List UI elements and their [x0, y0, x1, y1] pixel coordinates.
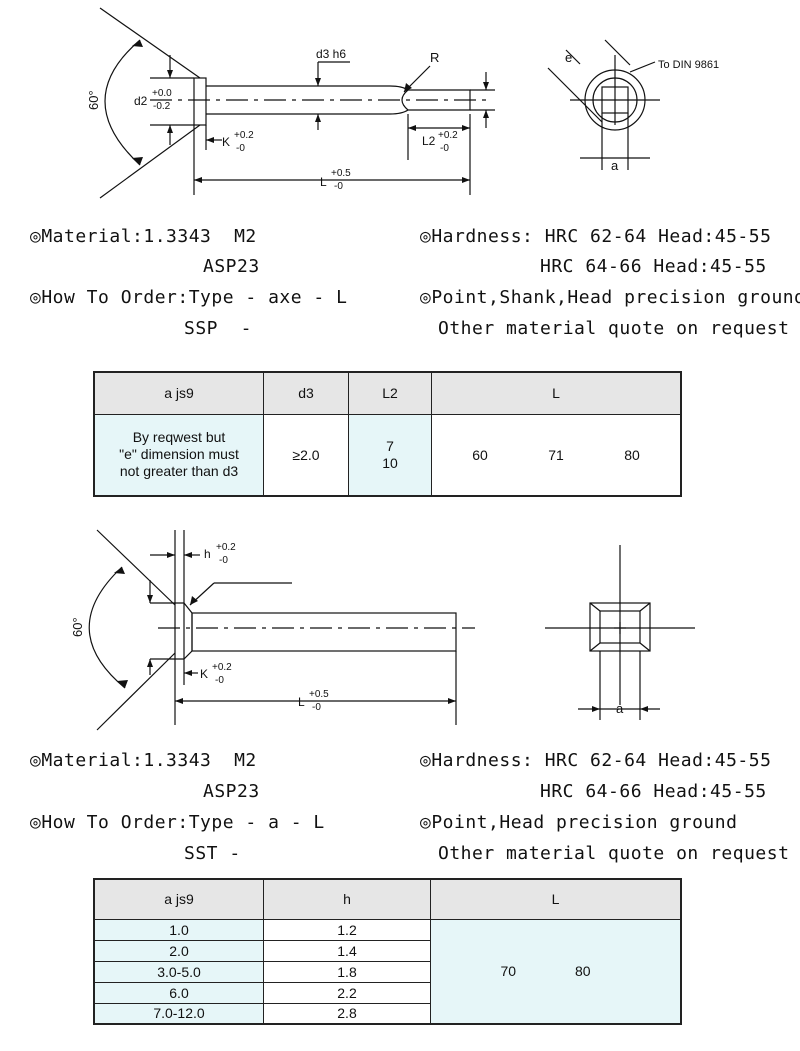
- col-header-a: a js9: [93, 878, 264, 920]
- svg-text:+0.0: +0.0: [152, 88, 172, 99]
- d3-cell: ≥2.0: [263, 413, 349, 497]
- l-cell: 70 80: [430, 918, 682, 1025]
- col-header-l2: L2: [348, 371, 432, 415]
- din-label: To DIN 9861: [658, 59, 719, 71]
- svg-text:-0: -0: [219, 555, 228, 566]
- h-cell: 1.2: [263, 918, 431, 941]
- dimension-table-ssp: a js9 d3 L2 L By reqwest but "e" dimensi…: [93, 371, 682, 497]
- svg-text:+0.5: +0.5: [331, 168, 351, 179]
- l2-label: L2: [422, 134, 436, 148]
- angle-label: 60°: [86, 90, 101, 110]
- a-cell: 6.0: [93, 981, 264, 1004]
- k-label-2: K: [200, 667, 208, 681]
- svg-text:+0.2: +0.2: [438, 130, 458, 141]
- h-cell: 2.8: [263, 1002, 431, 1025]
- angle-label-2: 60°: [70, 617, 85, 637]
- a-cell: 1.0: [93, 918, 264, 941]
- material-spec-b: ◎Material:1.3343 M2: [30, 750, 257, 771]
- svg-text:-0.2: -0.2: [153, 101, 171, 112]
- order-spec: ◎How To Order:Type - axe - L: [30, 287, 348, 308]
- material-spec: ◎Material:1.3343 M2: [30, 226, 257, 247]
- material-spec-b-2: ASP23: [203, 781, 260, 802]
- l2-cell: 7 10: [348, 413, 432, 497]
- h-cell: 1.8: [263, 960, 431, 983]
- svg-text:-0: -0: [236, 143, 245, 154]
- k-label: K: [222, 135, 230, 149]
- h-cell: 1.4: [263, 939, 431, 962]
- dimension-table-sst: a js9 h L 1.0 1.2 70 80 2.0 1.4 3.0-5.0 …: [93, 878, 682, 1025]
- order-spec-b: ◎How To Order:Type - a - L: [30, 812, 325, 833]
- a-label: a: [611, 158, 619, 173]
- svg-text:+0.5: +0.5: [309, 689, 329, 700]
- l-label: L: [320, 175, 327, 189]
- col-header-a: a js9: [93, 371, 264, 415]
- order-spec-b-2: SST -: [184, 843, 241, 864]
- svg-text:-0: -0: [334, 181, 343, 192]
- col-header-d3: d3: [263, 371, 349, 415]
- l-label-2: L: [298, 695, 305, 709]
- point-spec-2: Other material quote on request: [438, 318, 790, 339]
- order-spec-2: SSP -: [184, 318, 253, 339]
- svg-text:+0.2: +0.2: [234, 130, 254, 141]
- a-cell: 7.0-12.0: [93, 1002, 264, 1025]
- material-spec-2: ASP23: [203, 256, 260, 277]
- point-spec: ◎Point,Shank,Head precision ground: [420, 287, 800, 308]
- ejector-pin-drawing-ssp: 60° d2 +0.0 -0.2 d3 h6 R K +0.2 -0 L2 +0…: [86, 7, 719, 199]
- r-label: R: [430, 50, 439, 65]
- col-header-l: L: [431, 371, 682, 415]
- a-cell: 3.0-5.0: [93, 960, 264, 983]
- ejector-pin-drawing-sst: 60° h +0.2 -0 K +0.2 -0 L +0.5 -0 a: [70, 529, 695, 731]
- svg-text:+0.2: +0.2: [212, 662, 232, 673]
- hardness-spec-b: ◎Hardness: HRC 62-64 Head:45-55: [420, 750, 772, 771]
- col-header-h: h: [263, 878, 431, 920]
- d3-label: d3 h6: [316, 47, 346, 61]
- a-label-2: a: [616, 701, 624, 716]
- hardness-spec-2: HRC 64-66 Head:45-55: [540, 256, 767, 277]
- svg-text:-0: -0: [440, 143, 449, 154]
- hardness-spec-b-2: HRC 64-66 Head:45-55: [540, 781, 767, 802]
- h-label: h: [204, 547, 211, 561]
- d2-label: d2: [134, 94, 148, 108]
- e-label: e: [565, 50, 572, 65]
- l-cell: 60 71 80: [431, 413, 682, 497]
- point-spec-b-2: Other material quote on request: [438, 843, 790, 864]
- svg-text:-0: -0: [312, 702, 321, 713]
- a-note-cell: By reqwest but "e" dimension must not gr…: [93, 413, 264, 497]
- h-cell: 2.2: [263, 981, 431, 1004]
- svg-text:-0: -0: [215, 675, 224, 686]
- col-header-l: L: [430, 878, 682, 920]
- svg-text:+0.2: +0.2: [216, 542, 236, 553]
- hardness-spec: ◎Hardness: HRC 62-64 Head:45-55: [420, 226, 772, 247]
- a-cell: 2.0: [93, 939, 264, 962]
- point-spec-b: ◎Point,Head precision ground: [420, 812, 738, 833]
